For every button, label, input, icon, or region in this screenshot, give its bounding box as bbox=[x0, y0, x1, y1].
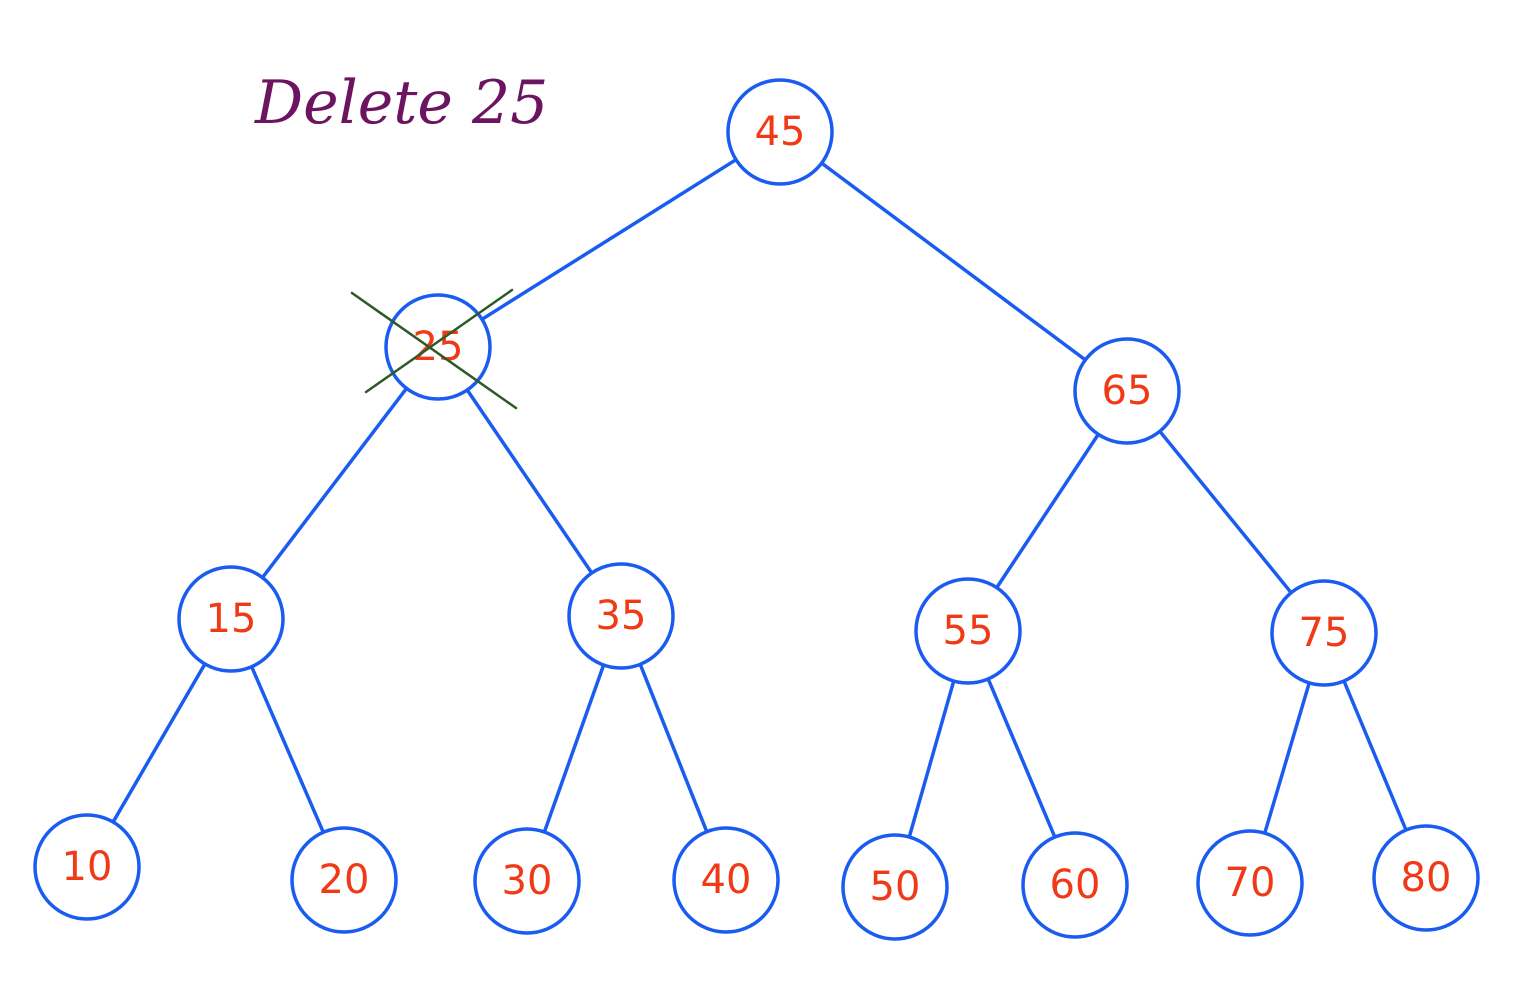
node-label: 45 bbox=[755, 109, 806, 155]
tree-node-80: 80 bbox=[1372, 824, 1480, 932]
node-circle bbox=[1196, 829, 1304, 937]
tree-node-65: 65 bbox=[1073, 337, 1181, 445]
node-circle bbox=[290, 826, 398, 934]
node-label: 15 bbox=[206, 596, 257, 642]
tree-edge bbox=[907, 679, 956, 839]
tree-node-75: 75 bbox=[1270, 579, 1378, 687]
tree-node-20: 20 bbox=[290, 826, 398, 934]
node-label: 40 bbox=[701, 857, 752, 903]
tree-node-25: 25 bbox=[350, 288, 518, 410]
tree-edge bbox=[480, 157, 738, 322]
tree-node-10: 10 bbox=[33, 813, 141, 921]
tree-node-15: 15 bbox=[177, 565, 285, 673]
strike-mark bbox=[350, 291, 518, 410]
tree-nodes: 45 25 65 15 35 55 75 10 20 30 40 50 60 70 80 bbox=[33, 78, 1480, 941]
node-circle bbox=[1073, 337, 1181, 445]
tree-edges bbox=[111, 157, 1408, 839]
strike-mark bbox=[364, 288, 514, 394]
node-circle bbox=[672, 826, 780, 934]
tree-node-60: 60 bbox=[1021, 831, 1129, 939]
tree-edge bbox=[994, 432, 1101, 590]
node-label: 35 bbox=[596, 593, 647, 639]
tree-edge bbox=[249, 664, 326, 835]
node-label: 55 bbox=[943, 608, 994, 654]
node-label: 70 bbox=[1225, 860, 1276, 906]
tree-node-70: 70 bbox=[1196, 829, 1304, 937]
tree-edge bbox=[819, 161, 1088, 362]
node-circle bbox=[841, 833, 949, 941]
tree-node-50: 50 bbox=[841, 833, 949, 941]
tree-edge bbox=[1158, 429, 1293, 595]
node-circle bbox=[473, 827, 581, 935]
node-label: 25 bbox=[413, 324, 464, 370]
diagram-title: Delete 25 bbox=[254, 68, 548, 138]
node-circle bbox=[726, 78, 834, 186]
tree-node-35: 35 bbox=[567, 562, 675, 670]
tree-edge bbox=[111, 662, 207, 824]
tree-edge bbox=[1263, 681, 1311, 835]
tree-node-45: 45 bbox=[726, 78, 834, 186]
tree-edge bbox=[542, 663, 606, 834]
tree-node-40: 40 bbox=[672, 826, 780, 934]
node-label: 75 bbox=[1299, 610, 1350, 656]
node-circle bbox=[1021, 831, 1129, 939]
tree-edge bbox=[638, 662, 709, 834]
tree-edge bbox=[986, 677, 1057, 839]
tree-node-30: 30 bbox=[473, 827, 581, 935]
node-label: 30 bbox=[502, 858, 553, 904]
tree-edge bbox=[260, 386, 409, 580]
node-label: 60 bbox=[1050, 862, 1101, 908]
node-circle bbox=[1270, 579, 1378, 687]
node-label: 65 bbox=[1102, 368, 1153, 414]
node-circle bbox=[914, 577, 1022, 685]
node-label: 20 bbox=[319, 857, 370, 903]
tree-node-55: 55 bbox=[914, 577, 1022, 685]
node-circle bbox=[33, 813, 141, 921]
tree-edge bbox=[465, 388, 594, 575]
node-label: 80 bbox=[1401, 855, 1452, 901]
node-label: 50 bbox=[870, 864, 921, 910]
node-circle bbox=[567, 562, 675, 670]
node-circle bbox=[177, 565, 285, 673]
tree-edge bbox=[1342, 679, 1408, 832]
node-label: 10 bbox=[62, 844, 113, 890]
node-circle bbox=[1372, 824, 1480, 932]
